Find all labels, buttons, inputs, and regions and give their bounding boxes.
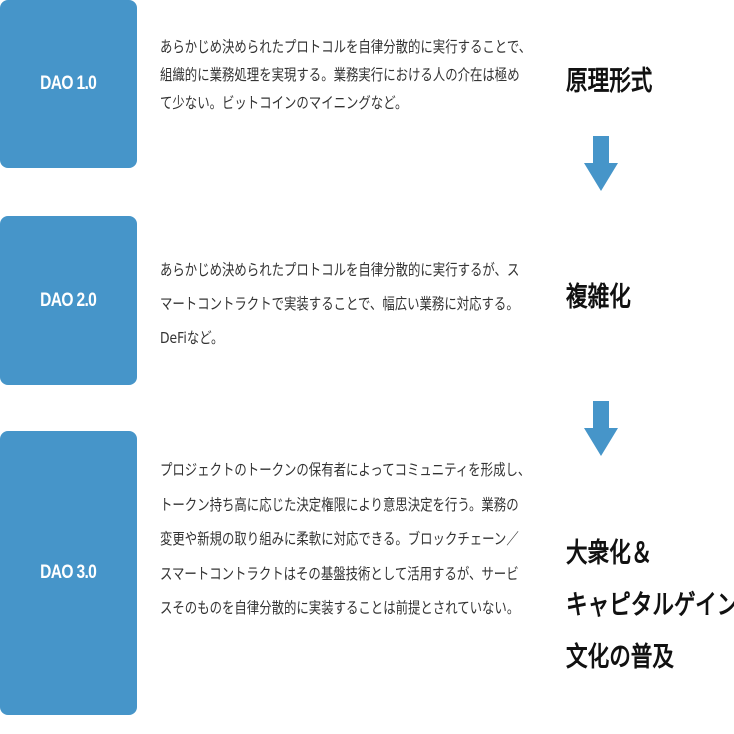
summary-line: キャピタルゲイン — [566, 590, 734, 621]
stage-summary-dao-2: 複雑化 — [566, 278, 647, 318]
description-line: 変更や新規の取り組みに柔軟に対応できる。ブロックチェーン／ — [160, 530, 519, 549]
stage-box-dao-1: DAO 1.0 — [0, 0, 137, 168]
summary-line: 原理形式 — [566, 66, 653, 97]
stage-description-dao-2: あらかじめ決められたプロトコルを自律分散的に実行するが、ス マートコントラクトで… — [160, 253, 530, 355]
description-line: トークン持ち高に応じた決定権限により意思決定を行う。業務の — [160, 495, 519, 514]
description-line: あらかじめ決められたプロトコルを自律分散的に実行するが、ス — [160, 261, 520, 279]
description-line: 組織的に業務処理を実現する。業務実行における人の介在は極め — [160, 66, 520, 84]
description-line: プロジェクトのトークンの保有者によってコミュニティを形成し、 — [160, 461, 531, 479]
stage-summary-dao-3: 大衆化＆ キャピタルゲイン 文化の普及 — [566, 528, 734, 684]
description-line: あらかじめ決められたプロトコルを自律分散的に実行することで、 — [160, 38, 532, 56]
stage-description-dao-3: プロジェクトのトークンの保有者によってコミュニティを形成し、 トークン持ち高に応… — [160, 453, 530, 626]
stage-label: DAO 2.0 — [40, 289, 97, 311]
description-line: スマートコントラクトはその基盤技術として活用するが、サービ — [160, 564, 519, 583]
description-line: スそのものを自律分散的に実装することは前提とされていない。 — [160, 599, 520, 618]
summary-line: 大衆化＆ — [566, 538, 653, 569]
stage-description-dao-1: あらかじめ決められたプロトコルを自律分散的に実行することで、 組織的に業務処理を… — [160, 33, 532, 117]
stage-summary-dao-1: 原理形式 — [566, 62, 674, 102]
stage-label: DAO 1.0 — [40, 73, 97, 94]
stage-label: DAO 3.0 — [40, 562, 97, 583]
summary-line: 文化の普及 — [566, 642, 674, 673]
down-arrow-icon — [584, 401, 618, 456]
summary-line: 複雑化 — [566, 282, 631, 313]
down-arrow-icon — [584, 136, 618, 191]
description-line: て少ない。ビットコインのマイニングなど。 — [160, 94, 408, 112]
description-line: DeFiなど。 — [160, 329, 224, 347]
stage-box-dao-2: DAO 2.0 — [0, 216, 137, 385]
description-line: マートコントラクトで実装することで、幅広い業務に対応する。 — [160, 295, 519, 313]
stage-box-dao-3: DAO 3.0 — [0, 431, 137, 715]
